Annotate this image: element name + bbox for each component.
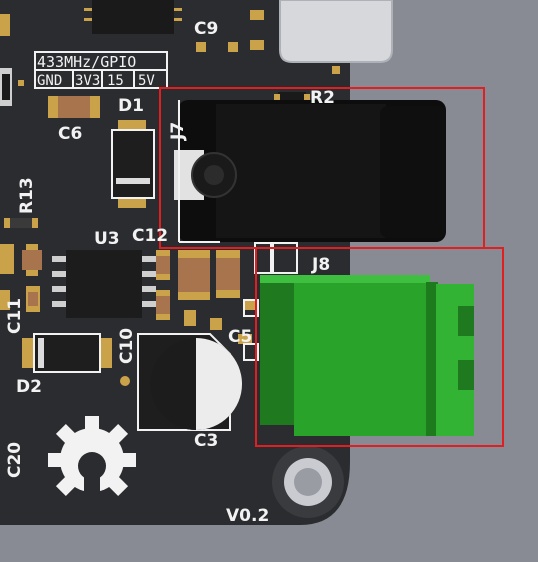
board-version: V0.2 [226,506,269,526]
label-d2: D2 [16,377,42,397]
label-d1: D1 [118,96,144,116]
pin-label-15: 15 [107,73,124,89]
capacitor-c3 [120,333,242,431]
pin-header-box [34,51,168,89]
pad-c5 [238,334,252,344]
mounting-hole [272,446,344,518]
label-c12: C12 [132,226,168,246]
barrel-jack-j7 [174,100,446,243]
label-c6: C6 [58,124,82,144]
label-j8: J8 [311,255,330,275]
diode-d1 [111,120,155,208]
open-hardware-logo [48,416,136,504]
label-c20: C20 [5,442,25,478]
pin-label-3v3: 3V3 [75,73,100,89]
label-j7: J7 [168,122,188,141]
diode-d2 [22,333,112,373]
pin-header-top-label: 433MHz/GPIO [37,53,136,71]
resistors-left [0,218,42,312]
top-chip-pins [84,8,182,21]
pin-label-5v: 5V [138,73,155,89]
pad-misc [244,300,258,310]
label-u3: U3 [94,229,120,249]
highlight-j8 [255,247,504,447]
label-r2: R2 [310,88,335,108]
label-c9: C9 [194,19,218,39]
pin-label-gnd: GND [37,73,62,89]
top-chip [92,0,174,34]
capacitors-mid [156,250,240,330]
label-c11: C11 [5,298,25,334]
label-r13: R13 [17,177,37,214]
capacitor-c6 [48,96,100,118]
usb-connector [279,0,393,63]
label-c10: C10 [117,328,137,364]
label-c5: C5 [228,327,252,347]
label-c3: C3 [194,431,218,451]
ic-u3 [52,250,156,318]
terminal-block-j8 [260,275,474,436]
